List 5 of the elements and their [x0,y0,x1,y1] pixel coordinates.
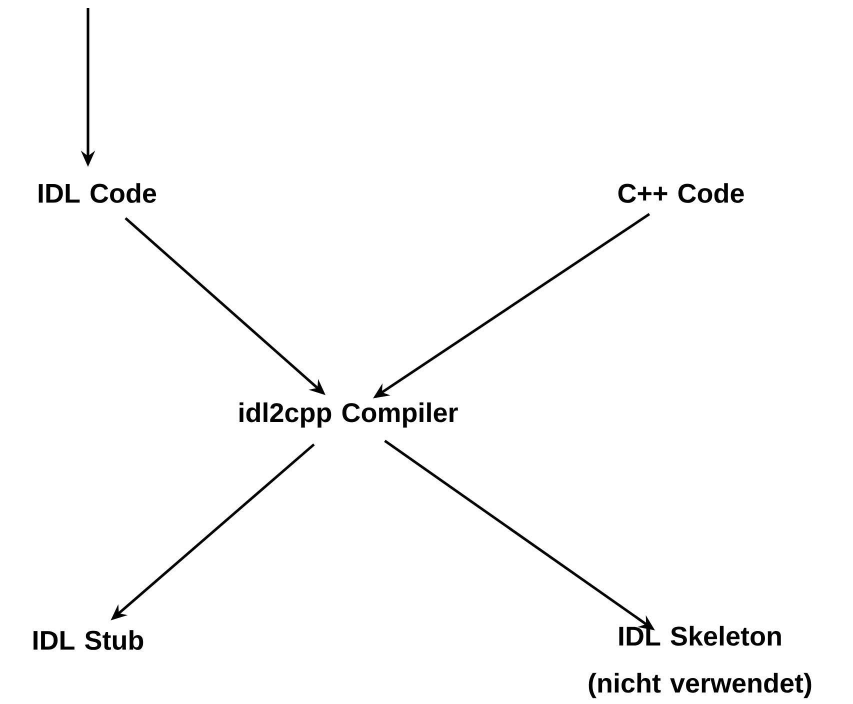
node-label: idl2cpp Compiler [240,402,458,428]
node-label: IDL Stub [34,630,144,650]
node-label: IDL Skeleton (nicht verwendet) [588,626,812,698]
node-label: IDL Code [38,183,156,203]
node-label: C++ Code [618,183,744,203]
